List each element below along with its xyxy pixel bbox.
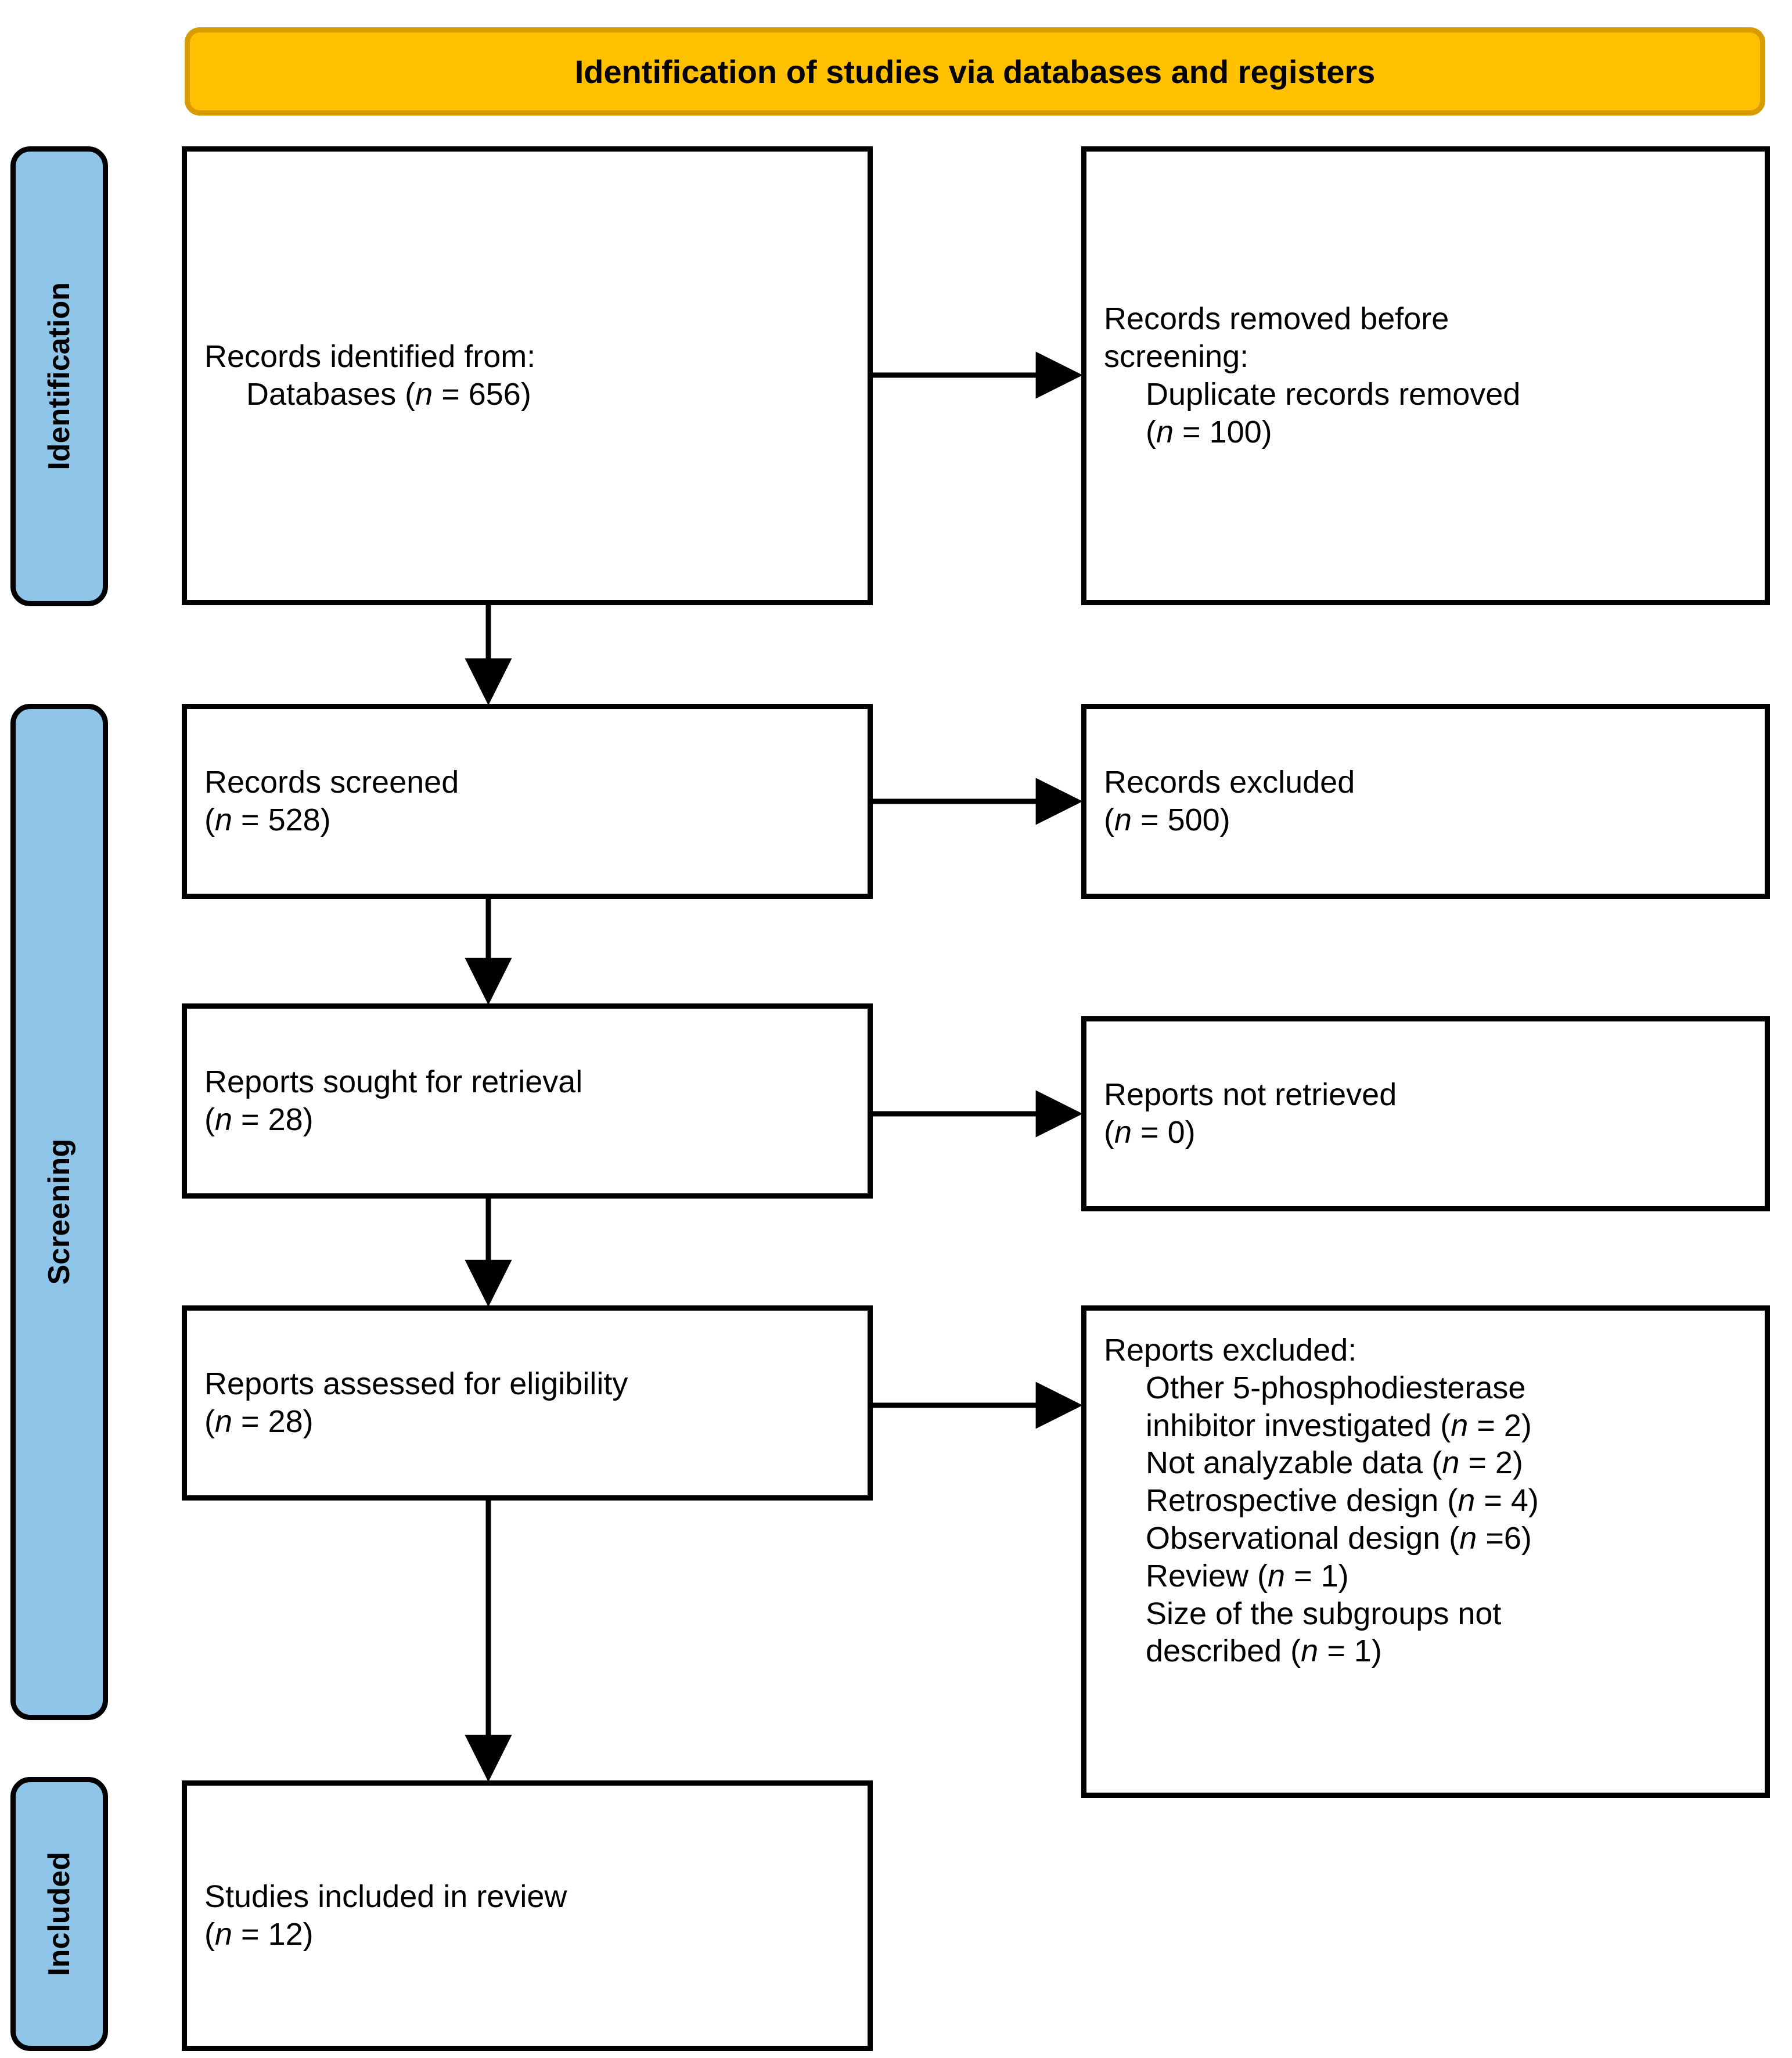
box-records-excluded: Records excluded (n = 500)	[1081, 704, 1770, 899]
records-screened-line-1: Records screened	[204, 765, 459, 800]
stage-tab-included: Included	[10, 1777, 108, 2051]
records-screened-line-2: (n = 528)	[204, 803, 331, 837]
studies-included-line-2: (n = 12)	[204, 1917, 314, 1952]
reports-excluded-line-5: Retrospective design (n = 4)	[1146, 1483, 1539, 1519]
reports-sought-line-2: (n = 28)	[204, 1102, 314, 1137]
reports-excluded-line-2: Other 5-phosphodiesterase	[1146, 1370, 1526, 1405]
records-excluded-line-1: Records excluded	[1104, 765, 1355, 800]
reports-excluded-line-7: Review (n = 1)	[1146, 1558, 1349, 1593]
reports-sought-line-1: Reports sought for retrieval	[204, 1064, 583, 1100]
stage-label-identification: Identification	[42, 282, 76, 470]
box-records-identified: Records identified from: Databases (n = …	[182, 146, 873, 605]
box-reports-excluded-detail: Reports excluded: Other 5-phosphodiester…	[1081, 1305, 1770, 1798]
studies-included-line-1: Studies included in review	[204, 1879, 567, 1915]
records-removed-line-2: screening:	[1104, 339, 1249, 375]
reports-excluded-line-1: Reports excluded:	[1104, 1333, 1357, 1368]
box-studies-included: Studies included in review (n = 12)	[182, 1780, 873, 2051]
reports-not-retrieved-line-1: Reports not retrieved	[1104, 1077, 1397, 1113]
reports-not-retrieved-line-2: (n = 0)	[1104, 1115, 1196, 1150]
stage-label-included: Included	[42, 1852, 76, 1976]
reports-assessed-line-1: Reports assessed for eligibility	[204, 1366, 628, 1402]
records-excluded-line-2: (n = 500)	[1104, 803, 1230, 837]
reports-assessed-line-2: (n = 28)	[204, 1404, 314, 1439]
box-reports-not-retrieved: Reports not retrieved (n = 0)	[1081, 1016, 1770, 1211]
diagram-header-banner: Identification of studies via databases …	[185, 27, 1765, 116]
stage-tab-identification: Identification	[10, 146, 108, 606]
stage-tab-screening: Screening	[10, 704, 108, 1720]
records-removed-line-3: Duplicate records removed	[1146, 377, 1521, 412]
records-removed-line-1: Records removed before	[1104, 301, 1449, 337]
records-removed-line-4: (n = 100)	[1146, 414, 1272, 449]
reports-excluded-line-4: Not analyzable data (n = 2)	[1146, 1445, 1523, 1481]
diagram-title: Identification of studies via databases …	[574, 53, 1376, 90]
reports-excluded-line-3: inhibitor investigated (n = 2)	[1146, 1408, 1532, 1443]
reports-excluded-line-8: Size of the subgroups not	[1146, 1596, 1502, 1631]
stage-label-screening: Screening	[42, 1139, 76, 1285]
box-records-removed: Records removed before screening: Duplic…	[1081, 146, 1770, 605]
reports-excluded-line-9: described (n = 1)	[1146, 1634, 1382, 1669]
reports-excluded-line-6: Observational design (n =6)	[1146, 1520, 1532, 1556]
box-reports-assessed: Reports assessed for eligibility (n = 28…	[182, 1305, 873, 1501]
box-reports-sought: Reports sought for retrieval (n = 28)	[182, 1003, 873, 1199]
records-identified-line-2: Databases (n = 656)	[246, 377, 531, 412]
records-identified-line-1: Records identified from:	[204, 339, 536, 375]
box-records-screened: Records screened (n = 528)	[182, 704, 873, 899]
